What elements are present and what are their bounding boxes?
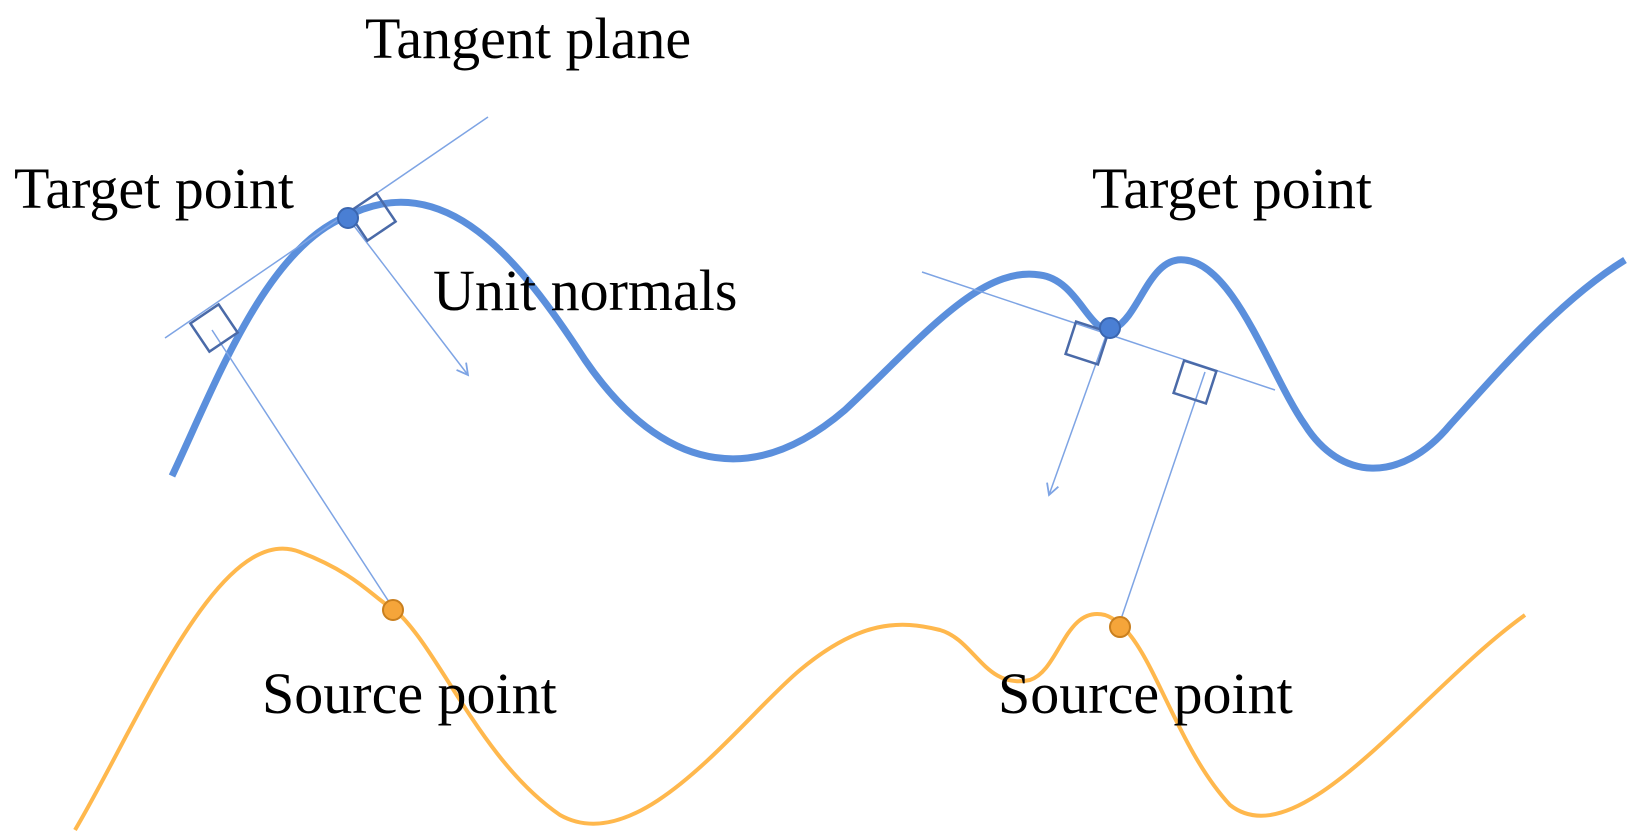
target-point-label-right: Target point bbox=[1092, 156, 1372, 221]
unit-normals-label: Unit normals bbox=[433, 258, 738, 323]
tangent-plane-line-left bbox=[164, 116, 489, 339]
right-angle-marker-projection-right bbox=[1172, 359, 1218, 405]
tangent-plane-label: Tangent plane bbox=[365, 6, 692, 71]
projection-line-right bbox=[1119, 371, 1206, 623]
source-point-label-left: Source point bbox=[262, 661, 557, 726]
source-point-label-right: Source point bbox=[998, 661, 1293, 726]
target-surface-curve bbox=[168, 198, 1627, 478]
target-point-right bbox=[1099, 317, 1121, 339]
source-point-right bbox=[1109, 616, 1131, 638]
source-surface-curve bbox=[73, 546, 1527, 832]
right-angle-marker-normal-right bbox=[1064, 320, 1110, 366]
tangent-plane-line-right bbox=[921, 271, 1276, 391]
source-point-left bbox=[382, 599, 404, 621]
target-point-label-left: Target point bbox=[14, 156, 294, 221]
target-point-left bbox=[337, 207, 359, 229]
right-angle-marker-projection-left bbox=[188, 302, 240, 354]
right-angle-marker-normal-left bbox=[346, 191, 398, 243]
unit-normal-arrow-right bbox=[1046, 329, 1109, 497]
unit-normal-arrow-left bbox=[347, 217, 470, 377]
projection-line-left bbox=[211, 329, 394, 609]
